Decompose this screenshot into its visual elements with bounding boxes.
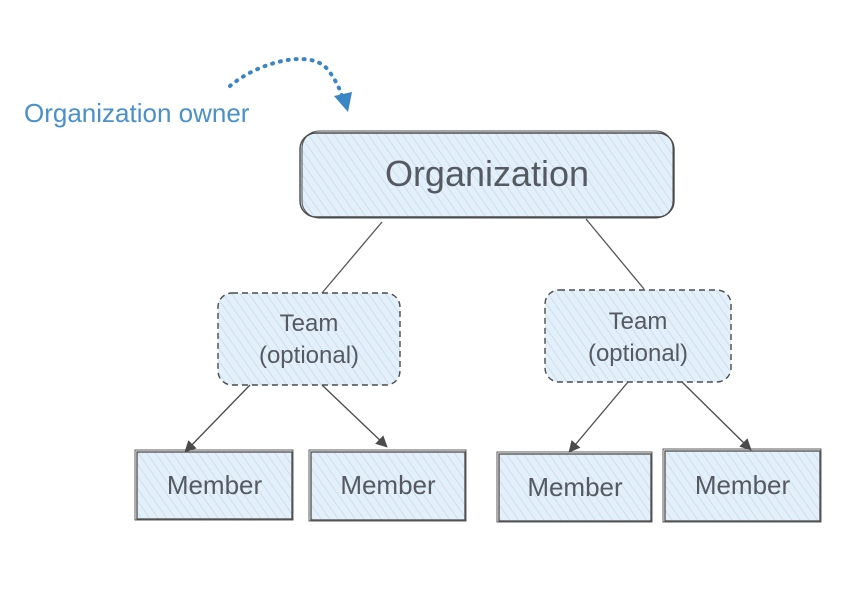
arrow-team2-member4 [681, 381, 752, 451]
team-box-2 [544, 289, 732, 383]
team-label-1: Team (optional) [218, 308, 400, 372]
owner-arrow-head [334, 92, 352, 112]
arrow-team1-member2 [321, 384, 388, 448]
team-1-subtitle: (optional) [258, 342, 360, 369]
team-2-title: Team [608, 308, 668, 335]
member-box-1 [134, 449, 294, 521]
member-box-3 [496, 451, 653, 523]
member-label-2: Member [340, 470, 436, 500]
organization-label: Organization [384, 153, 590, 194]
connector-org-team-2 [585, 218, 645, 290]
member-box-4 [662, 448, 822, 523]
organization-owner-label: Organization owner [24, 98, 250, 128]
team-box-1 [217, 292, 401, 386]
member-box-2 [308, 449, 467, 522]
member-label-1: Member [166, 470, 263, 500]
team-1-title: Team [279, 310, 339, 337]
member-label-4: Member [694, 470, 791, 500]
organization-box [299, 130, 675, 219]
arrow-team1-member1 [184, 384, 251, 453]
owner-arrow [228, 57, 344, 98]
team-2-subtitle: (optional) [587, 340, 689, 367]
member-label-3: Member [527, 472, 623, 502]
arrow-team2-member3 [568, 381, 629, 453]
connector-org-team-1 [321, 221, 383, 294]
team-label-2: Team (optional) [545, 306, 731, 370]
